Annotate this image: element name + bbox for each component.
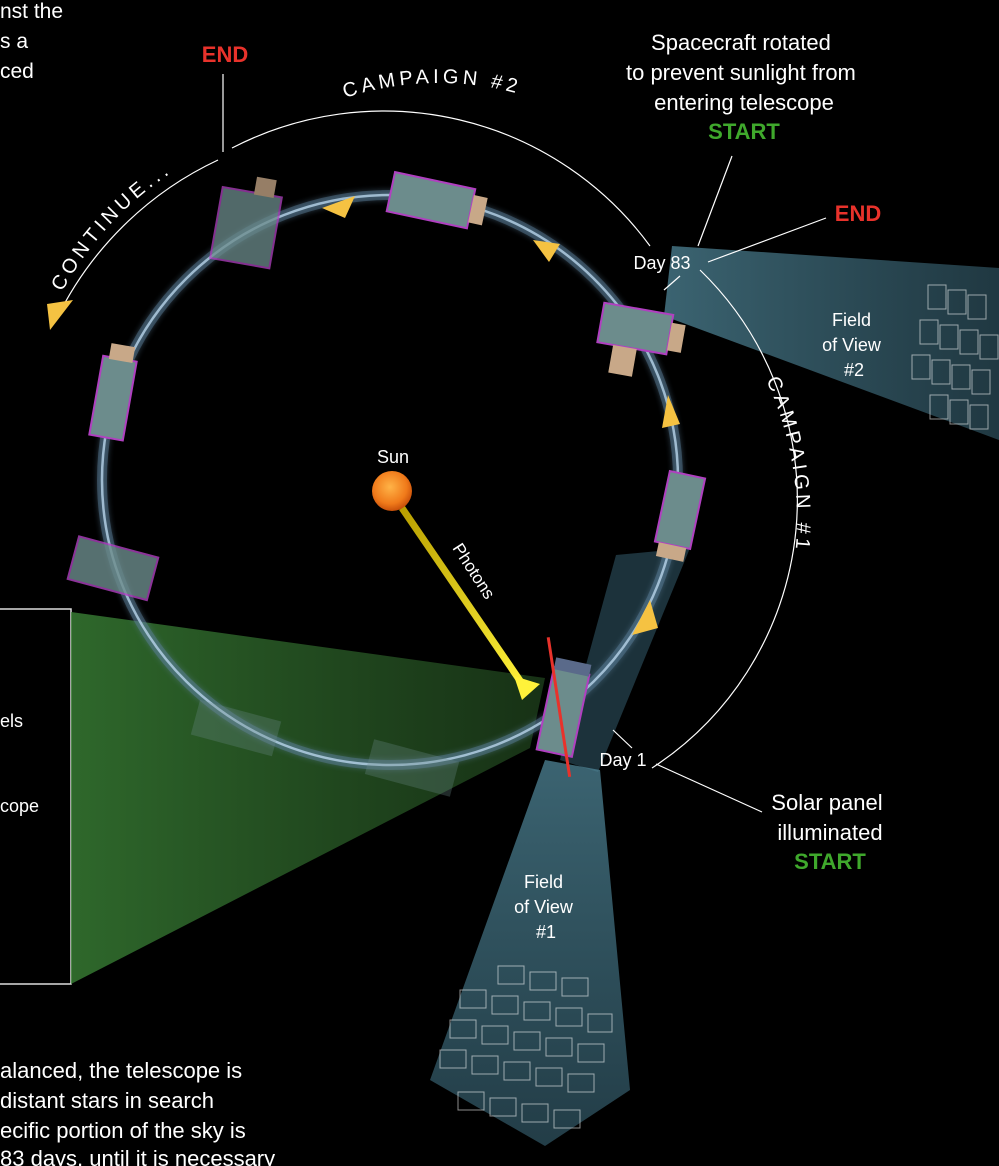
left-box-text-2: cope [0,796,39,816]
continue-arc [55,159,219,321]
campaign-2-label: CAMPAIGN #2 [340,66,524,103]
continue-label: CONTINUE... [47,158,175,295]
day-1-label: Day 1 [599,750,646,770]
orbit-arrows [322,196,680,635]
spacecraft-icons [66,170,707,797]
campaign2-note: Spacecraft rotated to prevent sunlight f… [626,30,862,115]
photon-beam [399,506,540,700]
sun-label: Sun [377,447,409,467]
solar-panel-note: Solar panel illuminated [771,790,888,845]
fov1-label: Field of View #1 [514,872,578,942]
campaign-2-arc [231,110,651,247]
campaign2-start-leader [697,155,733,247]
campaign2-end-label: END [835,201,881,226]
continue-end-label: END [202,42,248,67]
campaign-1-arc [651,269,798,769]
field-of-view-1-beam [430,760,630,1146]
ccd-grid-fov1 [439,965,613,1129]
day83-leader [663,275,681,291]
fov2-label: Field of View #2 [822,310,886,380]
campaign2-end-leader [707,217,827,263]
campaign2-start-label: START [708,119,780,144]
bottom-text: alanced, the telescope is distant stars … [0,1058,275,1166]
solar-panel-leader [655,763,763,813]
green-field-of-view [71,612,545,984]
day-83-label: Day 83 [633,253,690,273]
left-box-text-1: els [0,711,23,731]
continue-arrow-icon [47,300,73,330]
field-of-view-2-beam [664,246,999,440]
campaign-1-label: CAMPAIGN #1 [762,373,815,554]
ccd-grid-fov2 [911,284,999,430]
field-of-view-1-upper-beam [560,548,690,772]
campaign1-start-label: START [794,849,866,874]
sun-icon [372,471,412,511]
top-left-text: nst the s a ced [0,0,69,83]
day1-leader [612,729,633,749]
